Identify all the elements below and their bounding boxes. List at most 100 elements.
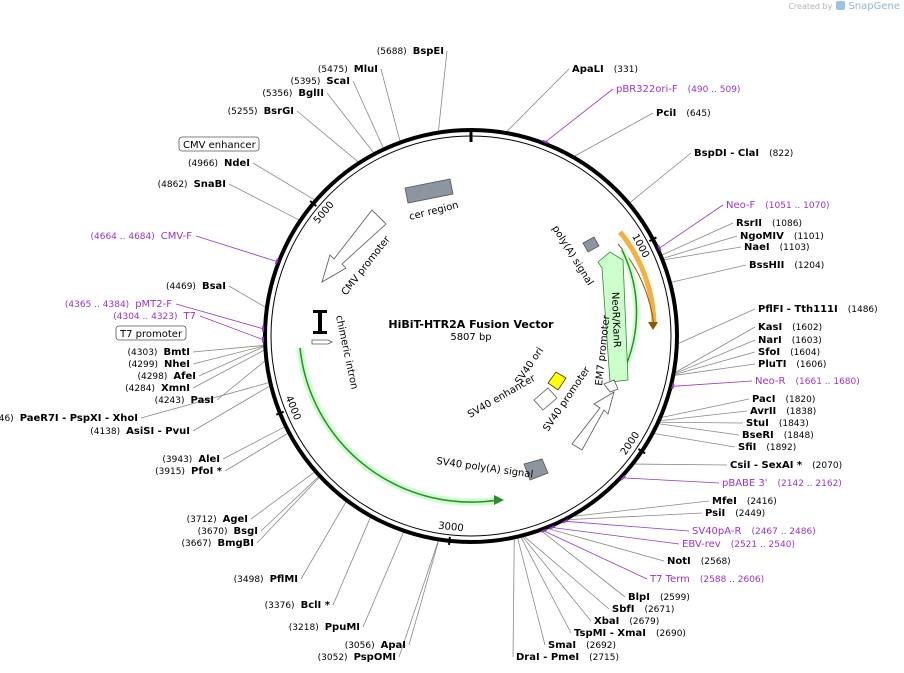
site-name: NdeI — [224, 158, 250, 169]
site-label-xmni[interactable]: (4284)XmnI — [125, 383, 190, 394]
site-label-naei[interactable]: NaeI(1103) — [744, 242, 810, 253]
site-label-bsai[interactable]: (4469)BsaI — [166, 281, 226, 292]
site-position: (1486) — [848, 305, 878, 315]
site-label-noti[interactable]: NotI(2568) — [667, 556, 731, 567]
leader-line — [192, 350, 264, 389]
site-label-mlui[interactable]: (5475)MluI — [318, 64, 378, 75]
site-label-pflmi[interactable]: (3498)PflMI — [234, 574, 298, 585]
site-name: NotI — [667, 556, 691, 567]
site-label-nari[interactable]: NarI(1603) — [758, 335, 822, 346]
site-label-pflfi-tth111i[interactable]: PflFI - Tth111I(1486) — [758, 304, 878, 315]
site-position: (1604) — [790, 348, 820, 358]
site-label-pfoi[interactable]: (3915)PfoI * — [155, 466, 223, 477]
site-label-mfei[interactable]: MfeI(2416) — [712, 496, 777, 507]
site-label-agei[interactable]: (3712)AgeI — [187, 514, 248, 525]
site-label-ebv-rev[interactable]: EBV-rev (2521 .. 2540) — [682, 539, 795, 550]
site-label-bsgi[interactable]: (3670)BsgI — [198, 526, 258, 537]
site-label-smai[interactable]: SmaI(2692) — [548, 640, 616, 651]
site-label-neo-r[interactable]: Neo-R(1661 .. 1680) — [755, 376, 860, 387]
site-label-kasi[interactable]: KasI(1602) — [758, 322, 822, 333]
site-label-pbr322ori-f[interactable]: pBR322ori-F(490 .. 509) — [616, 84, 740, 95]
site-label-ngomiv[interactable]: NgoMIV(1101) — [740, 231, 824, 242]
site-label-psii[interactable]: PsiI(2449) — [705, 508, 765, 519]
site-name: ScaI — [326, 76, 350, 87]
leader-line — [438, 50, 448, 131]
site-label-apai[interactable]: (3056)ApaI — [345, 640, 406, 651]
site-label-snabi[interactable]: (4862)SnaBI — [158, 179, 226, 190]
site-label-bmgbi[interactable]: (3667)BmgBI — [182, 538, 254, 549]
site-label-pasi[interactable]: (4243)PasI — [155, 395, 214, 406]
site-label-bglii[interactable]: (5356)BglII — [262, 88, 324, 99]
site-position: (2690) — [656, 629, 686, 639]
site-name: BssHII — [749, 260, 784, 271]
leader-line — [332, 517, 371, 606]
site-label-ppumi[interactable]: (3218)PpuMI — [289, 622, 360, 633]
feature-poly-a-signal — [582, 236, 600, 253]
site-position: (2521 .. 2540) — [731, 540, 795, 550]
site-label-sfoi[interactable]: SfoI(1604) — [758, 347, 820, 358]
site-label-bspdi-clai[interactable]: BspDI - ClaI(822) — [694, 148, 793, 159]
site-label-t7[interactable]: (4304 .. 4323)T7 — [113, 311, 196, 322]
site-label-paer7i-pspxi-xhoi[interactable]: (4146)PaeR7I - PspXI - XhoI — [0, 413, 138, 424]
site-label-pmt2-f[interactable]: (4365 .. 4384)pMT2-F — [65, 299, 172, 310]
site-label-xbai[interactable]: XbaI(2679) — [594, 616, 659, 627]
site-name: PluTI — [758, 359, 786, 370]
site-name: NgoMIV — [740, 231, 784, 242]
site-label-apali[interactable]: ApaLI(331) — [572, 64, 638, 75]
site-label-alei[interactable]: (3943)AleI — [162, 454, 220, 465]
site-label-sv40pa-r[interactable]: SV40pA-R(2467 .. 2486) — [692, 526, 816, 537]
site-label-afei[interactable]: (4298)AfeI — [137, 371, 196, 382]
site-label-scai[interactable]: (5395) ScaI — [290, 76, 350, 87]
leader-line — [671, 264, 747, 283]
credit-prefix: Created by — [788, 2, 833, 11]
site-label-paci[interactable]: PacI(1820) — [752, 394, 815, 405]
site-name: PflMI — [270, 574, 298, 585]
leader-line — [140, 382, 269, 419]
primer-binding-mark — [671, 383, 675, 390]
site-position: (5688) — [377, 47, 407, 57]
site-label-ndei[interactable]: (4966)NdeI — [188, 158, 250, 169]
site-label-bspei[interactable]: (5688)BspEI — [377, 46, 444, 57]
site-name: EBV-rev — [682, 539, 721, 550]
leader-line — [228, 183, 299, 221]
site-label-bsshii[interactable]: BssHII(1204) — [749, 260, 824, 271]
site-label-sfii[interactable]: SfiI(1892) — [738, 442, 796, 453]
site-label-t7-term[interactable]: T7 Term(2588 .. 2606) — [649, 574, 764, 585]
site-label-bseri[interactable]: BseRI (1848) — [742, 430, 814, 441]
site-label-bcli[interactable]: (3376)BclI * — [265, 600, 331, 611]
site-label-drai-pmei[interactable]: DraI - PmeI(2715) — [516, 652, 619, 663]
site-label-nhei[interactable]: (4299)NheI — [128, 359, 190, 370]
site-label-rsrii[interactable]: RsrII(1086) — [736, 218, 802, 229]
site-label-tspmi-xmai[interactable]: TspMI - XmaI(2690) — [574, 628, 686, 639]
site-label-pspomi[interactable]: (3052)PspOMI — [318, 652, 396, 663]
site-position: (645) — [686, 109, 710, 119]
site-name: NaeI — [744, 242, 770, 253]
site-label-bsrgi[interactable]: (5255)BsrGI — [228, 106, 294, 117]
site-label-avrii[interactable]: AvrII(1838) — [750, 406, 816, 417]
site-label-blpi[interactable]: BlpI(2599) — [628, 592, 690, 603]
site-name: AgeI — [223, 514, 248, 525]
site-label-pcii[interactable]: PciI(645) — [656, 108, 711, 119]
site-position: (1661 .. 1680) — [796, 377, 860, 387]
leader-line — [574, 112, 654, 157]
site-position: (5255) — [228, 107, 258, 117]
site-position: (2449) — [735, 509, 765, 519]
site-name: BlpI — [628, 592, 650, 603]
site-label-pbabe-3[interactable]: pBABE 3'(2142 .. 2162) — [722, 478, 842, 489]
site-position: (5395) — [290, 77, 320, 87]
site-name: BseRI — [742, 430, 774, 441]
site-label-asisi-pvui[interactable]: (4138)AsiSI - PvuI — [90, 426, 190, 437]
site-position: (3670) — [198, 527, 228, 537]
leader-line — [300, 501, 347, 580]
feature-sv40-enhancer — [533, 387, 558, 411]
site-name: RsrII — [736, 218, 762, 229]
site-label-neo-f[interactable]: Neo-F(1051 .. 1070) — [726, 200, 830, 211]
site-label-sbfi[interactable]: SbfI(2671) — [612, 604, 674, 615]
site-label-csii-sexai[interactable]: CsiI - SexAI *(2070) — [730, 460, 842, 471]
cmv-enhancer-box — [178, 136, 260, 152]
site-label-stui[interactable]: StuI(1843) — [746, 418, 809, 429]
site-label-pluti[interactable]: PluTI(1606) — [758, 359, 826, 370]
site-label-bmti[interactable]: (4303)BmtI — [128, 347, 190, 358]
site-position: (1848) — [784, 431, 814, 441]
site-label-cmv-f[interactable]: (4664 .. 4684)CMV-F — [90, 231, 192, 242]
